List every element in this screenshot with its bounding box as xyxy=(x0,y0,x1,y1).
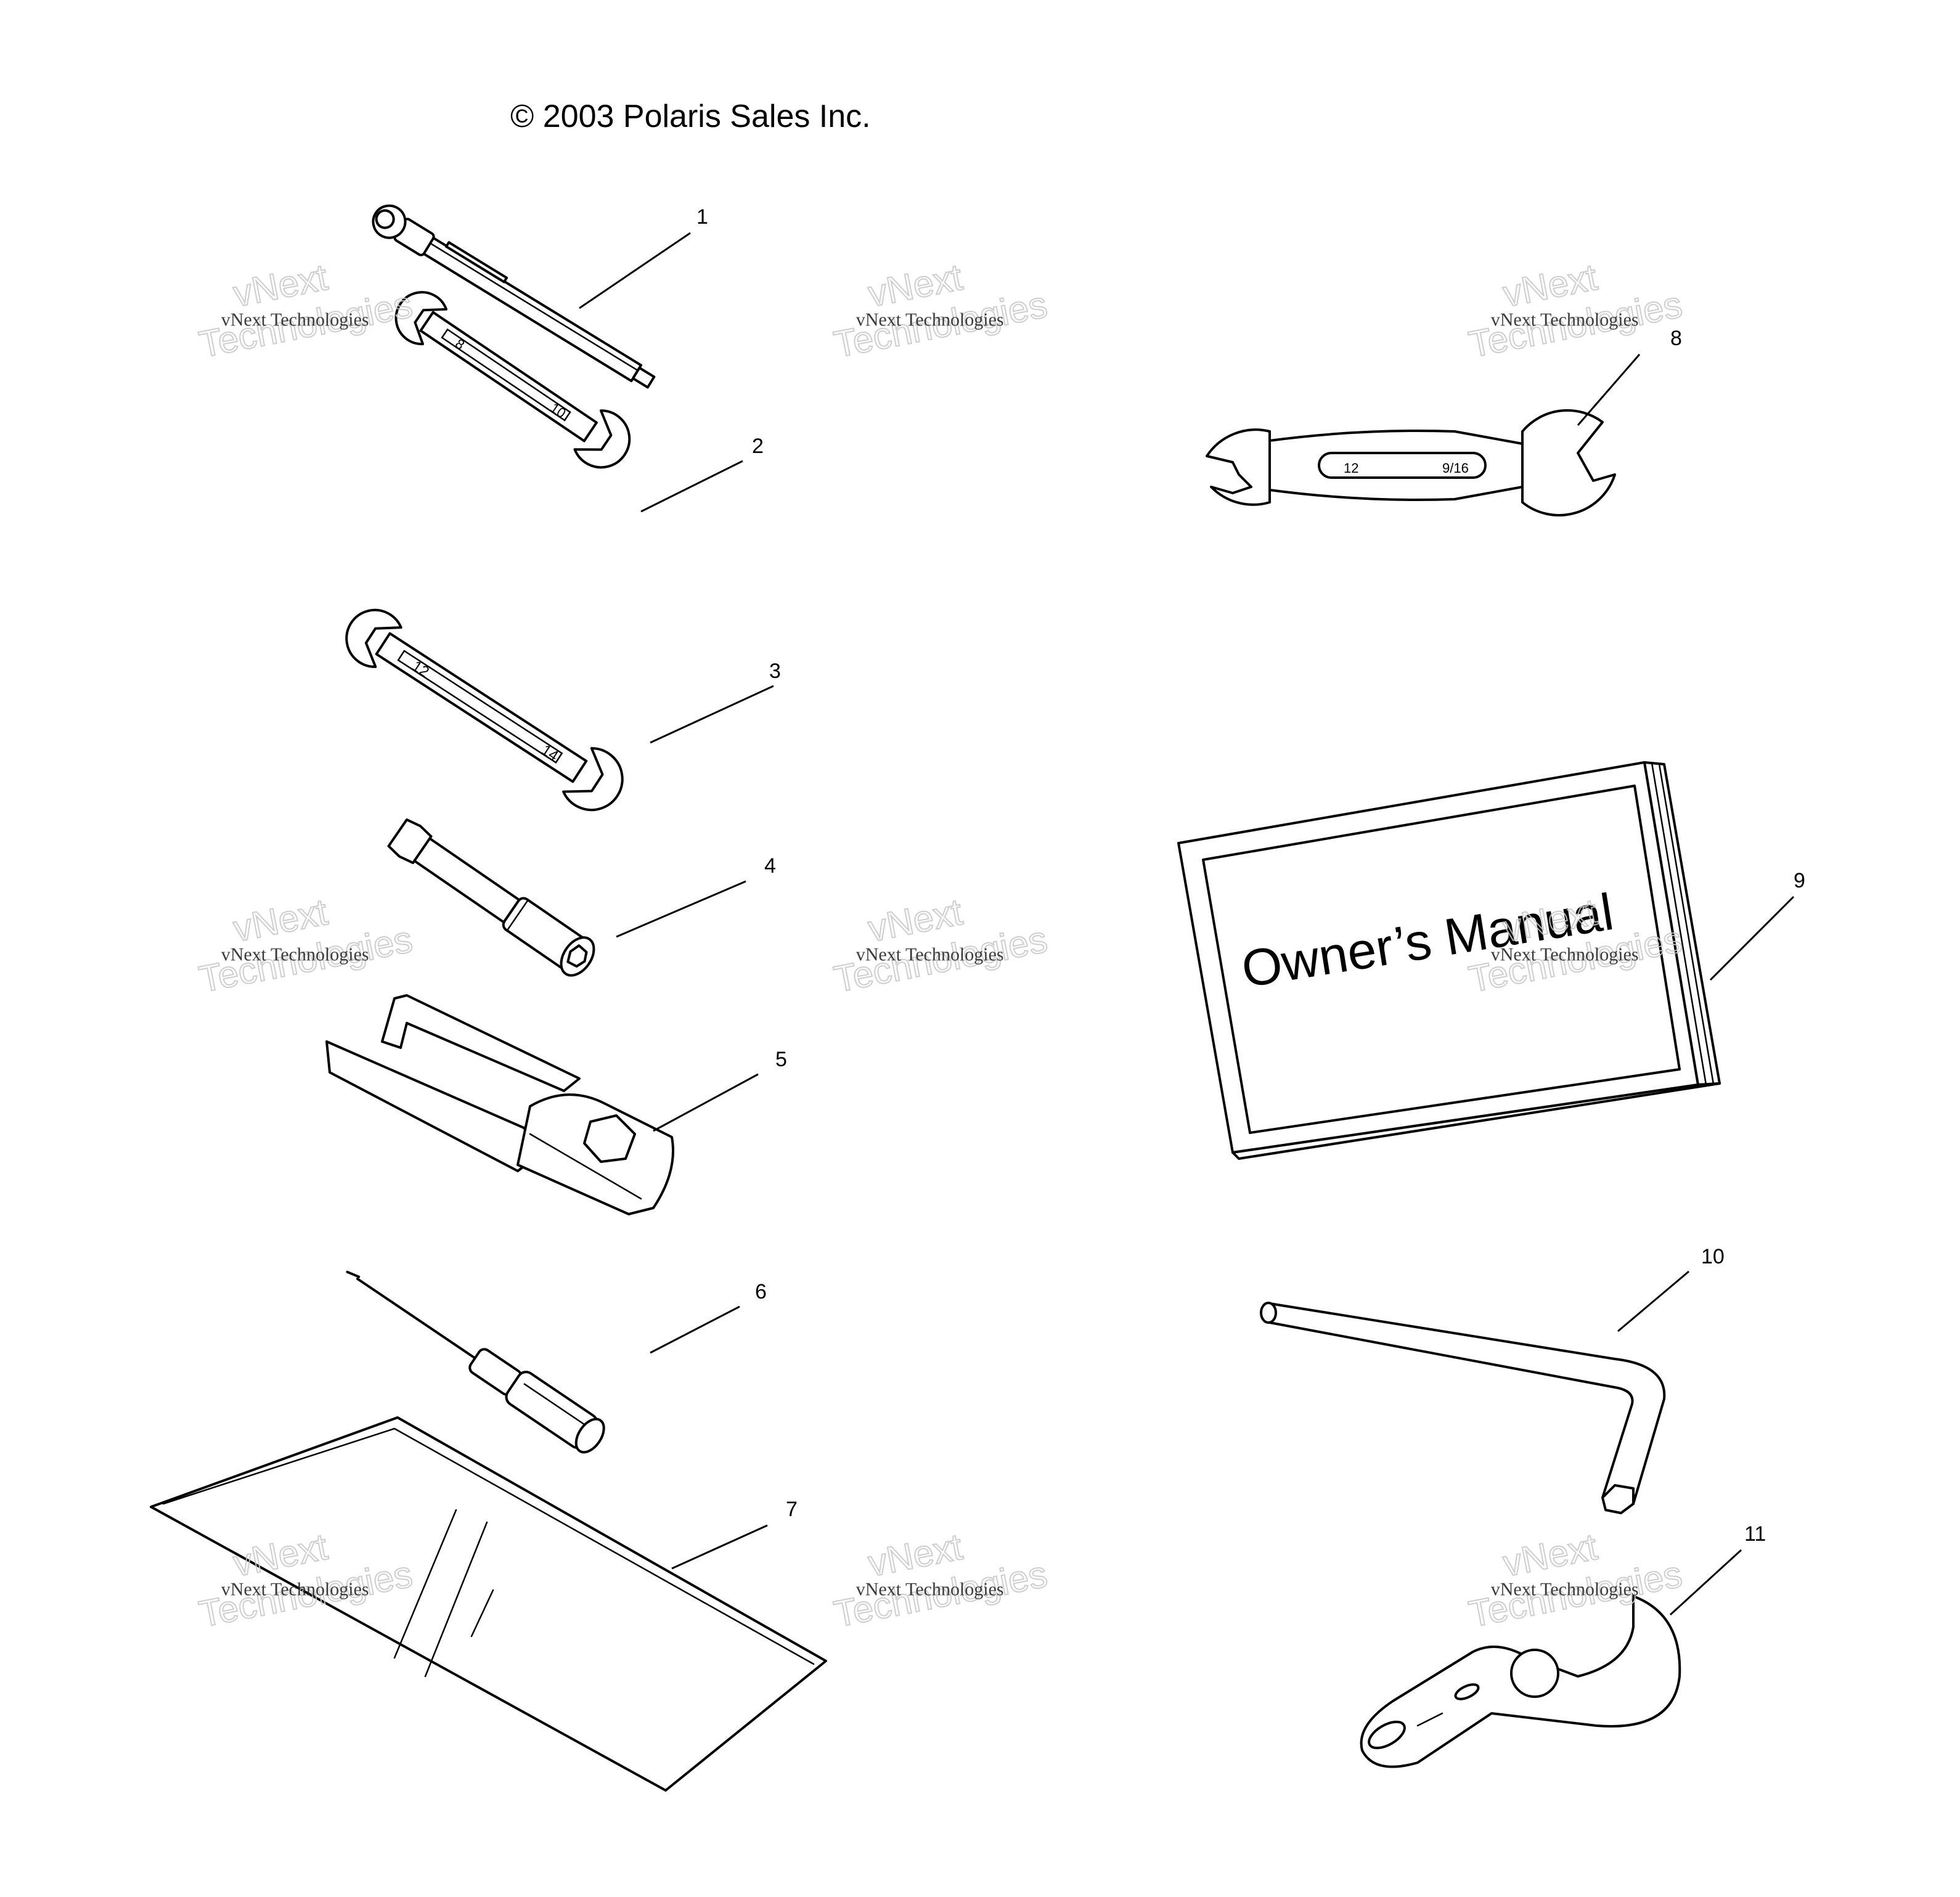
watermark: vNext Technologies vNext Technologies xyxy=(195,891,417,1001)
watermark: vNext Technologies vNext Technologies xyxy=(1465,256,1686,366)
svg-text:vNext Technologies: vNext Technologies xyxy=(1491,1579,1639,1599)
part-7-document-bag xyxy=(150,1416,827,1792)
svg-text:vNext Technologies: vNext Technologies xyxy=(1491,309,1639,330)
watermark: vNext Technologies vNext Technologies xyxy=(830,891,1051,1001)
callout-7: 7 xyxy=(786,1498,798,1521)
callout-2: 2 xyxy=(752,434,764,458)
svg-text:vNext Technologies: vNext Technologies xyxy=(856,944,1004,965)
callout-10: 10 xyxy=(1701,1245,1725,1268)
callout-8: 8 xyxy=(1670,327,1682,350)
watermark: vNext Technologies vNext Technologies xyxy=(830,256,1051,366)
part-9-owners-manual: Owner’s Manual xyxy=(1177,761,1721,1160)
svg-text:vNext Technologies: vNext Technologies xyxy=(856,1579,1004,1599)
callout-numbers: 1 2 3 4 5 6 7 8 9 10 11 xyxy=(696,205,1805,1546)
callout-5: 5 xyxy=(775,1048,787,1071)
svg-text:vNext Technologies: vNext Technologies xyxy=(221,944,369,965)
watermark: vNext Technologies vNext Technologies xyxy=(195,256,417,366)
svg-text:vNext Technologies: vNext Technologies xyxy=(1491,944,1639,965)
part-4-socket-tube xyxy=(387,818,595,977)
watermark: vNext Technologies vNext Technologies xyxy=(830,1525,1051,1636)
part-11-bracket xyxy=(1360,1595,1681,1768)
callout-1: 1 xyxy=(696,205,708,229)
wrench8-mark-left: 12 xyxy=(1344,460,1358,476)
leader-lines xyxy=(579,232,1795,1616)
part-8-open-wrench-large: 12 9/16 xyxy=(1206,409,1616,516)
part-5-plug-wrench xyxy=(325,994,674,1215)
callout-11: 11 xyxy=(1744,1522,1766,1546)
callout-3: 3 xyxy=(769,659,781,683)
part-10-hex-key xyxy=(1260,1302,1666,1514)
part-1-pressure-gauge xyxy=(372,204,656,389)
svg-text:vNext Technologies: vNext Technologies xyxy=(221,309,369,330)
callout-6: 6 xyxy=(755,1280,767,1303)
copyright-text: © 2003 Polaris Sales Inc. xyxy=(510,99,871,134)
callout-4: 4 xyxy=(764,854,776,878)
svg-text:vNext Technologies: vNext Technologies xyxy=(221,1579,369,1599)
wrench8-mark-right: 9/16 xyxy=(1442,460,1469,476)
callout-9: 9 xyxy=(1794,869,1805,892)
part-2-open-wrench-small: 8 10 xyxy=(394,291,631,469)
part-6-screwdriver xyxy=(346,1270,605,1454)
part-3-open-wrench-medium: 12 14 xyxy=(345,608,624,812)
svg-text:vNext Technologies: vNext Technologies xyxy=(856,309,1004,330)
